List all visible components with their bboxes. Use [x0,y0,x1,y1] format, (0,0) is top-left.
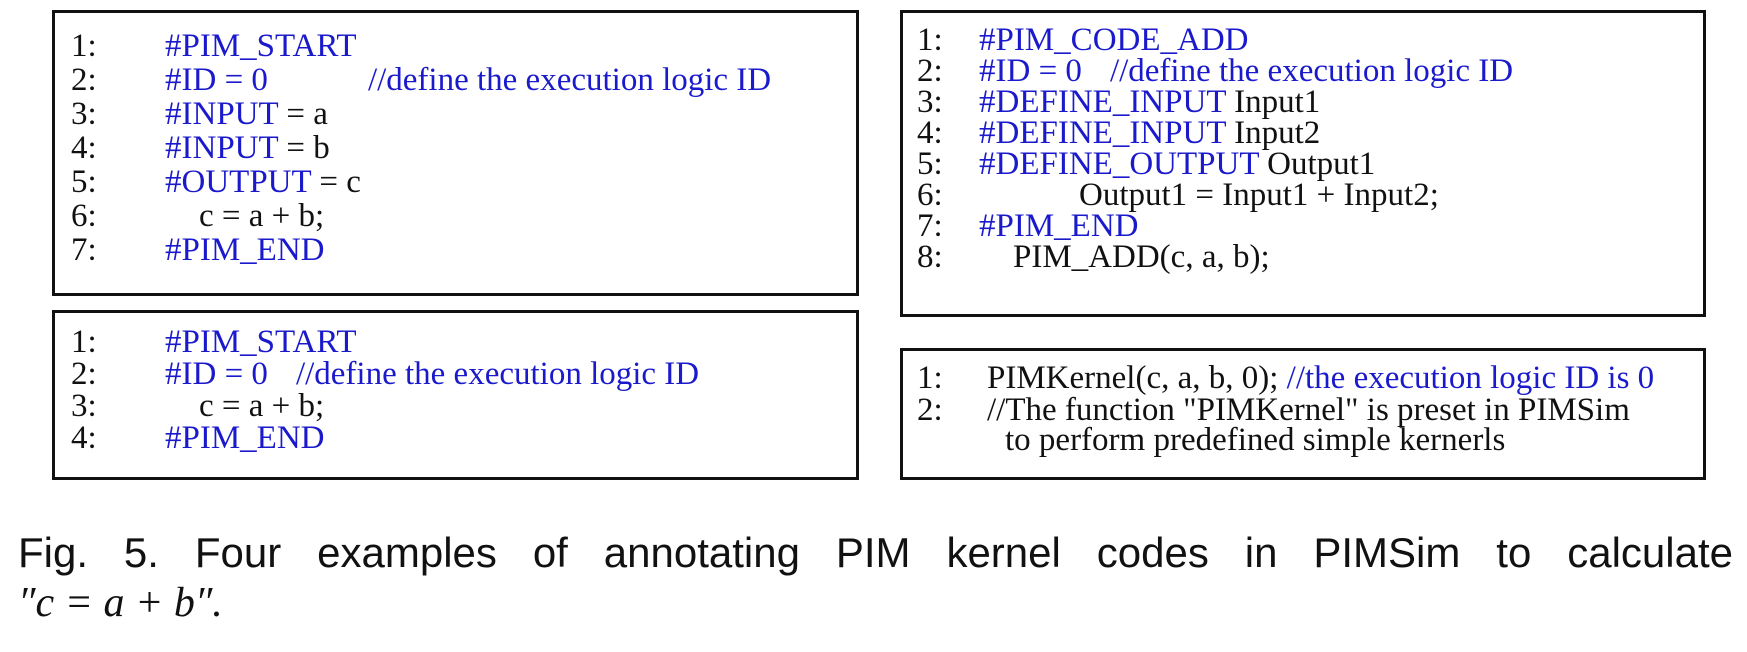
code-text: #PIM_START [165,324,357,360]
code-rest: Output1 [1258,146,1376,182]
line-number: 1: [917,22,943,58]
code-rest: = c [311,164,361,200]
line-number: 6: [917,177,943,213]
code-text: #OUTPUT = c [165,163,361,201]
code-line: 4: #PIM_END [55,419,856,457]
code-rest: Input1 [1225,84,1321,120]
code-text: #DEFINE_OUTPUT Output1 [979,147,1375,181]
figure-caption: Fig. 5. Four examples of annotating PIM … [18,529,1733,576]
code-comment: //the execution logic ID is 0 [1278,360,1655,396]
code-line: 6: c = a + b; [55,197,856,235]
line-number: 7: [917,208,943,244]
code-text: to perform predefined simple kernerls [1005,422,1506,458]
directive: #INPUT [165,96,279,132]
line-number: 8: [917,239,943,275]
code-line: 1: #PIM_START [55,27,856,65]
code-line: 4: #DEFINE_INPUT Input2 [903,116,1703,150]
code-comment: //define the execution logic ID [367,62,772,98]
code-text: #DEFINE_INPUT Input2 [979,116,1320,150]
code-text: #PIM_END [165,420,325,456]
code-comment: //define the execution logic ID [295,356,700,392]
line-number: 4: [71,130,97,166]
directive: #ID = 0 [979,53,1082,89]
code-line: 6: Output1 = Input1 + Input2; [903,178,1703,212]
code-line: 2: #ID = 0 //define the execution logic I… [55,61,856,99]
code-box-pim-start-full: 1: #PIM_START 2: #ID = 0 //define the exe… [52,10,859,296]
directive: #ID = 0 [165,356,268,392]
directive: #DEFINE_OUTPUT [979,146,1259,182]
code-rest: Input2 [1225,115,1321,151]
line-number: 4: [917,115,943,151]
code-box-pim-code-add: 1: #PIM_CODE_ADD 2: #ID = 0 //define the … [900,10,1706,317]
directive: #OUTPUT [165,164,312,200]
code-text: #ID = 0 //define the execution logic ID [165,355,699,393]
line-number: 7: [71,232,97,268]
directive: #ID = 0 [165,62,268,98]
code-text: c = a + b; [199,198,325,234]
line-number: 3: [71,388,97,424]
code-text: #PIM_END [979,208,1139,244]
code-line: 2: #ID = 0 //define the execution logic I… [55,355,856,393]
code-rest: = a [278,96,328,132]
code-text: #DEFINE_INPUT Input1 [979,85,1320,119]
line-number: 6: [71,198,97,234]
code-text: #PIM_END [165,232,325,268]
code-line: 7: #PIM_END [903,209,1703,243]
function-call: PIMKernel(c, a, b, 0); [987,360,1279,396]
code-text: #PIM_CODE_ADD [979,22,1249,58]
code-line: 2: //The function "PIMKernel" is preset … [903,393,1703,427]
code-text: Output1 = Input1 + Input2; [1079,177,1439,213]
code-line: to perform predefined simple kernerls [903,423,1703,457]
code-rest: = b [278,130,330,166]
code-text: c = a + b; [199,388,325,424]
code-line: 2: #ID = 0 //define the execution logic I… [903,54,1703,88]
code-box-pimkernel-call: 1: PIMKernel(c, a, b, 0); //the executio… [900,348,1706,480]
code-text: #INPUT = a [165,95,328,133]
code-line: 5: #DEFINE_OUTPUT Output1 [903,147,1703,181]
directive: #INPUT [165,130,279,166]
code-text: #PIM_START [165,28,357,64]
line-number: 1: [917,360,943,396]
line-number: 1: [71,28,97,64]
line-number: 2: [71,62,97,98]
code-line: 4: #INPUT = b [55,129,856,167]
line-number: 1: [71,324,97,360]
code-line: 3: c = a + b; [55,387,856,425]
code-line: 8: PIM_ADD(c, a, b); [903,240,1703,274]
directive: #DEFINE_INPUT [979,84,1226,120]
code-line: 5: #OUTPUT = c [55,163,856,201]
code-text: #ID = 0 //define the execution logic ID [165,61,771,99]
line-number: 5: [917,146,943,182]
code-box-pim-start-short: 1: #PIM_START 2: #ID = 0 //define the exe… [52,310,859,480]
line-number: 5: [71,164,97,200]
code-line: 1: #PIM_START [55,323,856,361]
code-line: 1: PIMKernel(c, a, b, 0); //the executio… [903,361,1703,395]
code-line: 3: #DEFINE_INPUT Input1 [903,85,1703,119]
figure-caption-equation: ″c = a + b″. [18,580,223,626]
code-text: #INPUT = b [165,129,330,167]
code-comment: //define the execution logic ID [1109,53,1514,89]
line-number: 3: [917,84,943,120]
line-number: 4: [71,420,97,456]
line-number: 3: [71,96,97,132]
code-text: //The function "PIMKernel" is preset in … [987,392,1630,428]
line-number: 2: [71,356,97,392]
code-line: 1: #PIM_CODE_ADD [903,23,1703,57]
directive: #DEFINE_INPUT [979,115,1226,151]
code-text: #ID = 0 //define the execution logic ID [979,54,1513,88]
code-text: PIM_ADD(c, a, b); [1013,239,1270,275]
code-line: 7: #PIM_END [55,231,856,269]
code-line: 3: #INPUT = a [55,95,856,133]
code-text: PIMKernel(c, a, b, 0); //the execution l… [987,361,1654,395]
line-number: 2: [917,392,943,428]
line-number: 2: [917,53,943,89]
